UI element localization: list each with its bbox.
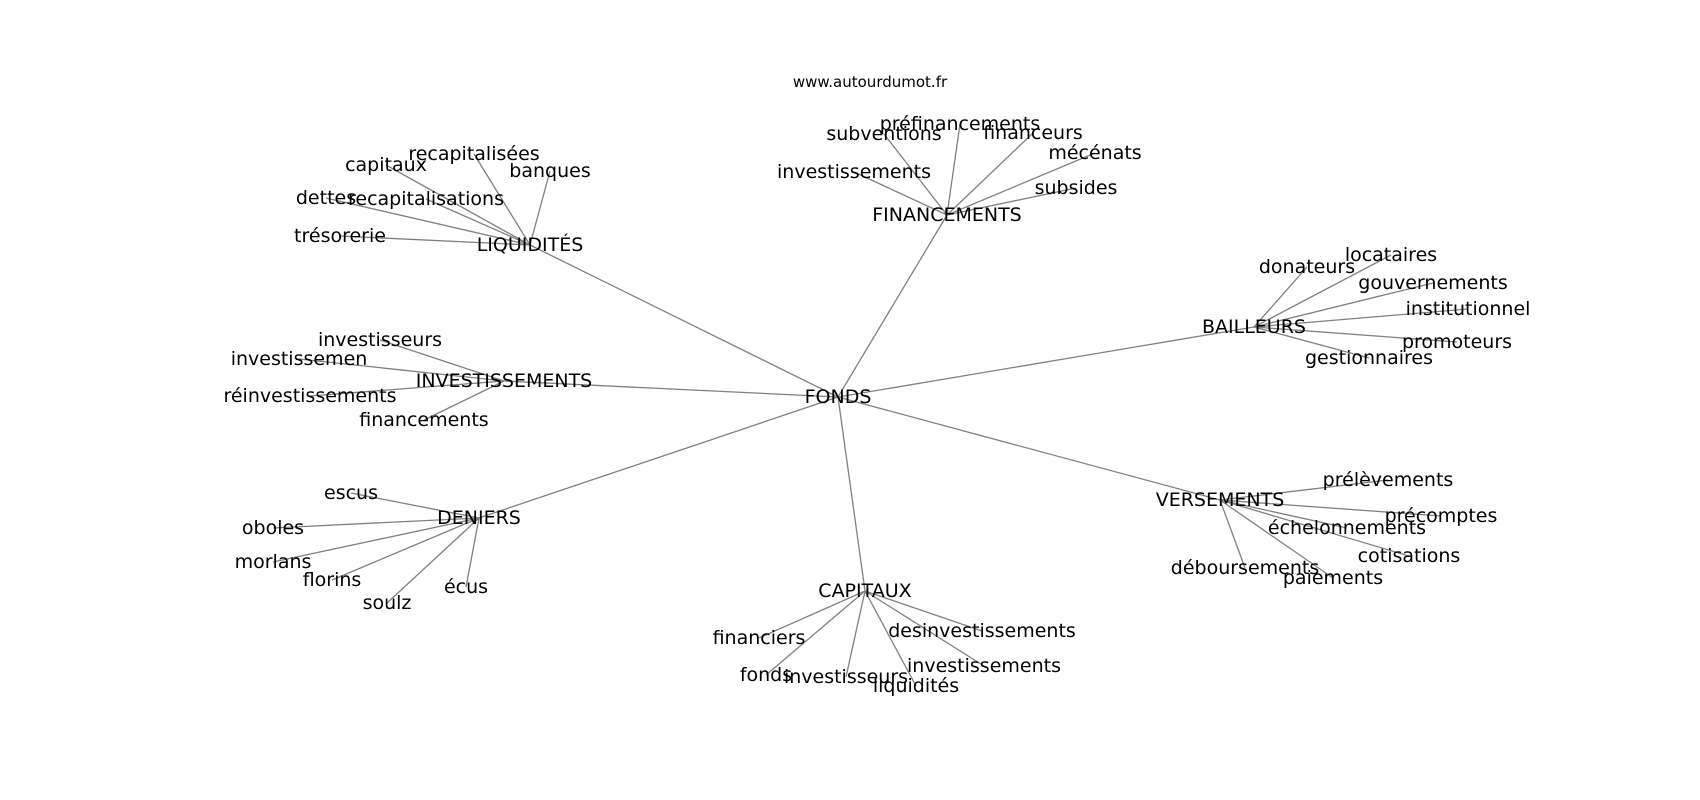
edge-capitaux-investissements xyxy=(864,590,985,667)
edge-bailleurs-institutionnel xyxy=(1253,308,1469,328)
edge-deniers-escus xyxy=(350,492,480,519)
edge-bailleurs-donateurs xyxy=(1253,266,1308,328)
edge-bailleurs-promoteurs xyxy=(1253,326,1458,343)
edge-root-deniers xyxy=(478,396,839,519)
word-node-echelonnements: échelonnements xyxy=(1268,517,1426,539)
edge-financements-investissements xyxy=(853,171,948,216)
edge-bailleurs-gouvernements xyxy=(1253,282,1434,328)
edge-versements-paiements xyxy=(1219,499,1334,579)
site-watermark: www.autourdumot.fr xyxy=(793,73,948,91)
word-node-financiers: financiers xyxy=(713,627,806,649)
edge-root-versements xyxy=(837,396,1221,501)
group-node-capitaux: CAPITAUX xyxy=(818,580,911,602)
labels-layer: FONDS LIQUIDITÉS capitauxrecapitaliséesban… xyxy=(223,113,1530,697)
word-node-promoteurs: promoteurs xyxy=(1402,331,1512,353)
edge-liquidites-banques xyxy=(529,170,551,246)
edge-investissements-reinvestissements xyxy=(309,380,505,397)
word-node-dettes: dettes xyxy=(296,187,356,209)
word-node-recapitalisations: recapitalisations xyxy=(348,188,504,210)
edge-deniers-soulz xyxy=(386,517,480,604)
word-node-investisseurs: investisseurs xyxy=(318,329,442,351)
edge-versements-deboursements xyxy=(1219,499,1246,569)
word-node-donateurs: donateurs xyxy=(1259,256,1355,278)
edge-versements-echelonnements xyxy=(1219,499,1348,529)
word-node-mecenats: mécénats xyxy=(1048,142,1141,164)
edge-financements-prefinancements xyxy=(946,123,961,216)
edge-investissements-investissemen xyxy=(298,358,505,382)
word-node-investissemen: investissemen xyxy=(231,348,368,370)
edge-capitaux-financiers xyxy=(758,590,866,639)
edge-capitaux-investisseurs xyxy=(845,590,866,678)
edge-financements-subventions xyxy=(883,133,948,216)
word-node-paiements: paiements xyxy=(1283,567,1383,589)
group-node-deniers: DENIERS xyxy=(437,507,521,529)
word-node-precomptes: précomptes xyxy=(1385,505,1498,527)
edge-financements-financeurs xyxy=(946,132,1034,216)
word-node-recapitalisees: recapitalisées xyxy=(408,143,539,165)
edge-root-financements xyxy=(837,214,948,398)
edge-root-investissements xyxy=(503,380,839,398)
word-node-subsides: subsides xyxy=(1035,177,1118,199)
word-node-prefinancements: préfinancements xyxy=(880,113,1041,135)
edges-layer xyxy=(272,123,1469,687)
word-node-tresorerie: trésorerie xyxy=(294,225,386,247)
word-node-institutionnel: institutionnel xyxy=(1406,298,1531,320)
edge-liquidites-recapitalisees xyxy=(473,153,531,246)
edge-financements-subsides xyxy=(946,187,1077,216)
edge-bailleurs-gestionnaires xyxy=(1253,326,1370,359)
edge-bailleurs-locataires xyxy=(1253,254,1392,328)
group-node-versements: VERSEMENTS xyxy=(1156,489,1285,511)
word-node-subventions: subventions xyxy=(826,123,941,145)
word-node-capitaux: capitaux xyxy=(345,154,427,176)
word-node-financeurs: financeurs xyxy=(983,122,1083,144)
edge-capitaux-fonds xyxy=(765,590,866,676)
word-node-financements: financements xyxy=(359,409,488,431)
edge-root-bailleurs xyxy=(837,326,1255,398)
word-node-gestionnaires: gestionnaires xyxy=(1305,347,1433,369)
word-node-deboursements: déboursements xyxy=(1171,557,1319,579)
word-node-investissements: investissements xyxy=(907,655,1061,677)
edge-root-capitaux xyxy=(837,396,866,592)
word-node-liquidites: liquidités xyxy=(873,675,959,697)
edge-liquidites-recapitalisations xyxy=(425,198,531,246)
group-node-liquidites: LIQUIDITÉS xyxy=(477,233,584,256)
word-node-ecus: écus xyxy=(444,576,488,598)
edge-liquidites-tresorerie xyxy=(339,235,531,246)
edge-capitaux-liquidites xyxy=(864,590,917,687)
edge-versements-cotisations xyxy=(1219,499,1410,557)
edge-financements-mecenats xyxy=(946,152,1096,216)
word-node-florins: florins xyxy=(303,569,362,591)
group-node-financements: FINANCEMENTS xyxy=(872,204,1022,226)
group-node-bailleurs: BAILLEURS xyxy=(1202,316,1306,338)
word-node-fonds: fonds xyxy=(740,664,792,686)
word-node-escus: escus xyxy=(324,482,378,504)
word-node-reinvestissements: réinvestissements xyxy=(223,385,396,407)
edge-investissements-investisseurs xyxy=(379,339,505,382)
edge-capitaux-desinvestissements xyxy=(864,590,983,632)
word-node-investissements: investissements xyxy=(777,161,931,183)
edge-deniers-florins xyxy=(331,517,480,581)
word-node-morlans: morlans xyxy=(235,551,312,573)
edge-deniers-ecus xyxy=(465,517,480,588)
word-node-gouvernements: gouvernements xyxy=(1358,272,1507,294)
word-node-locataires: locataires xyxy=(1345,244,1437,266)
word-node-desinvestissements: desinvestissements xyxy=(888,620,1076,642)
word-node-soulz: soulz xyxy=(363,592,412,614)
edge-deniers-morlans xyxy=(272,517,480,563)
word-node-investisseurs: investisseurs xyxy=(784,666,908,688)
word-node-banques: banques xyxy=(509,160,590,182)
edge-versements-prelevements xyxy=(1219,479,1389,501)
word-node-cotisations: cotisations xyxy=(1358,545,1461,567)
edge-deniers-oboles xyxy=(272,517,480,529)
edge-root-liquidites xyxy=(529,244,839,398)
word-node-oboles: oboles xyxy=(242,517,304,539)
group-node-investissements: INVESTISSEMENTS xyxy=(416,370,593,392)
edge-liquidites-capitaux xyxy=(385,164,531,246)
edge-versements-precomptes xyxy=(1219,499,1442,517)
root-node-label: FONDS xyxy=(805,386,872,408)
edge-liquidites-dettes xyxy=(325,197,531,246)
edge-investissements-financements xyxy=(423,380,505,421)
word-node-prelevements: prélèvements xyxy=(1323,469,1454,491)
